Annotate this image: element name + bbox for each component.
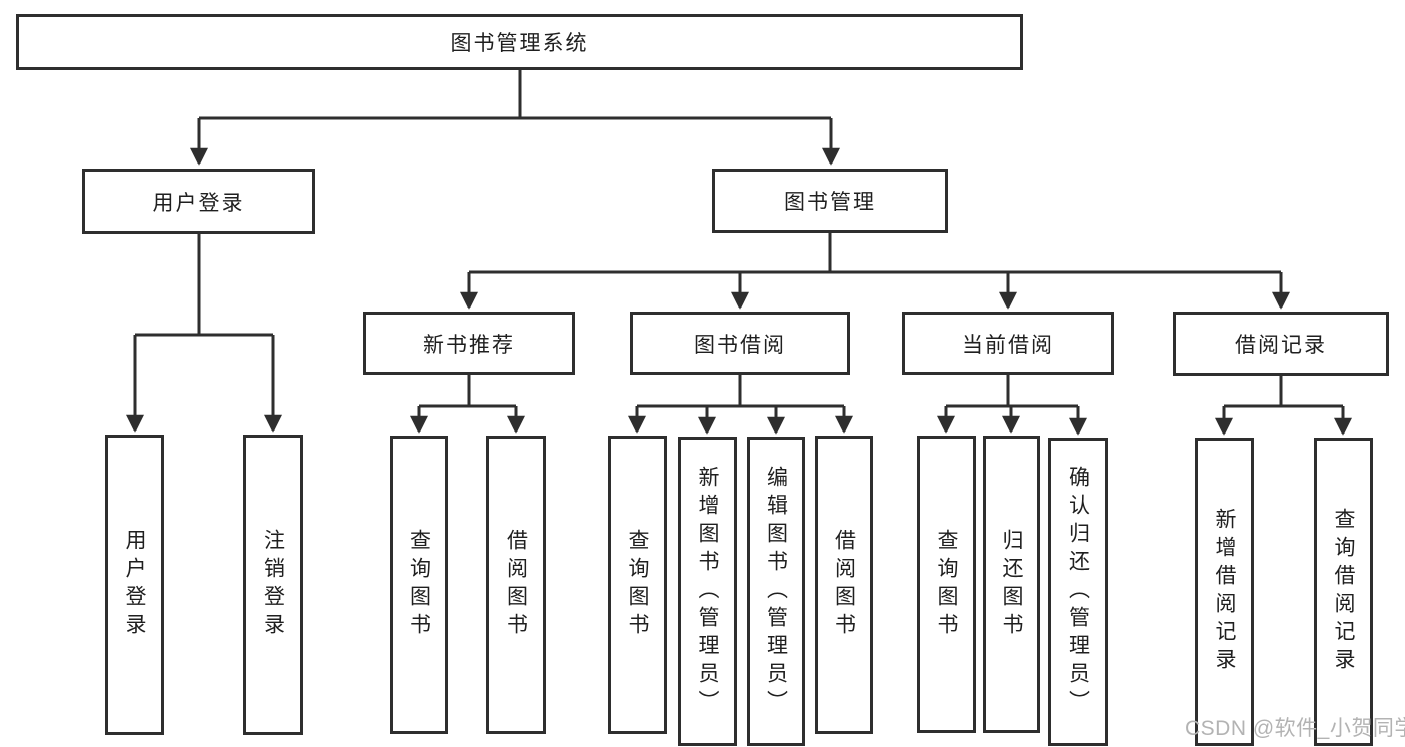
connector-book-borrow [628, 375, 853, 435]
leaf-current-return-node: 归还图书 [983, 436, 1040, 733]
leaf-newbooks-borrow-node: 借阅图书 [486, 436, 546, 734]
leaf-records-add-label: 新增借阅记录 [1213, 508, 1236, 676]
section-new-books-node: 新书推荐 [363, 312, 575, 375]
branch-book-management-label: 图书管理 [784, 191, 876, 214]
leaf-current-confirm-admin-node: 确认归还（管理员） [1048, 438, 1108, 746]
connector-root [190, 70, 840, 166]
section-book-borrow-node: 图书借阅 [630, 312, 850, 375]
connector-book-management [460, 233, 1290, 310]
branch-user-login-label: 用户登录 [152, 191, 245, 215]
leaf-borrow-add-admin-label: 新增图书（管理员） [696, 465, 719, 718]
root-node: 图书管理系统 [16, 14, 1023, 70]
connector-current-borrow [937, 375, 1087, 436]
leaf-records-query-label: 查询借阅记录 [1332, 508, 1355, 676]
leaf-borrow-edit-admin-node: 编辑图书（管理员） [747, 437, 805, 746]
leaf-newbooks-query-node: 查询图书 [390, 436, 448, 734]
connector-new-books [410, 375, 525, 434]
leaf-records-query-node: 查询借阅记录 [1314, 438, 1373, 746]
section-borrow-records-node: 借阅记录 [1173, 312, 1389, 376]
leaf-logout-node: 注销登录 [243, 435, 303, 735]
section-new-books-label: 新书推荐 [423, 333, 515, 357]
leaf-newbooks-query-label: 查询图书 [407, 529, 431, 641]
branch-user-login-node: 用户登录 [82, 169, 315, 234]
leaf-current-confirm-admin-label: 确认归还（管理员） [1066, 466, 1090, 718]
connector-user-login [126, 234, 282, 433]
root-node-label: 图书管理系统 [450, 32, 589, 55]
leaf-records-add-node: 新增借阅记录 [1195, 438, 1254, 746]
connector-borrow-records [1215, 376, 1352, 436]
section-current-borrow-label: 当前借阅 [962, 333, 1054, 357]
leaf-current-return-label: 归还图书 [1000, 528, 1023, 641]
section-borrow-records-label: 借阅记录 [1235, 334, 1327, 357]
leaf-current-query-node: 查询图书 [917, 436, 976, 733]
leaf-borrow-borrow-node: 借阅图书 [815, 436, 873, 734]
leaf-newbooks-borrow-label: 借阅图书 [504, 529, 528, 641]
leaf-user-login-label: 用户登录 [123, 529, 146, 641]
leaf-logout-label: 注销登录 [261, 529, 285, 641]
leaf-borrow-borrow-label: 借阅图书 [832, 529, 856, 641]
watermark: CSDN @软件_小贺同学 [1185, 717, 1405, 740]
leaf-borrow-query-label: 查询图书 [626, 529, 649, 641]
leaf-borrow-add-admin-node: 新增图书（管理员） [678, 437, 737, 746]
leaf-current-query-label: 查询图书 [935, 528, 958, 641]
section-current-borrow-node: 当前借阅 [902, 312, 1114, 375]
leaf-borrow-edit-admin-label: 编辑图书（管理员） [764, 465, 788, 718]
leaf-user-login-node: 用户登录 [105, 435, 164, 735]
leaf-borrow-query-node: 查询图书 [608, 436, 667, 734]
branch-book-management-node: 图书管理 [712, 169, 948, 233]
section-book-borrow-label: 图书借阅 [694, 333, 786, 357]
